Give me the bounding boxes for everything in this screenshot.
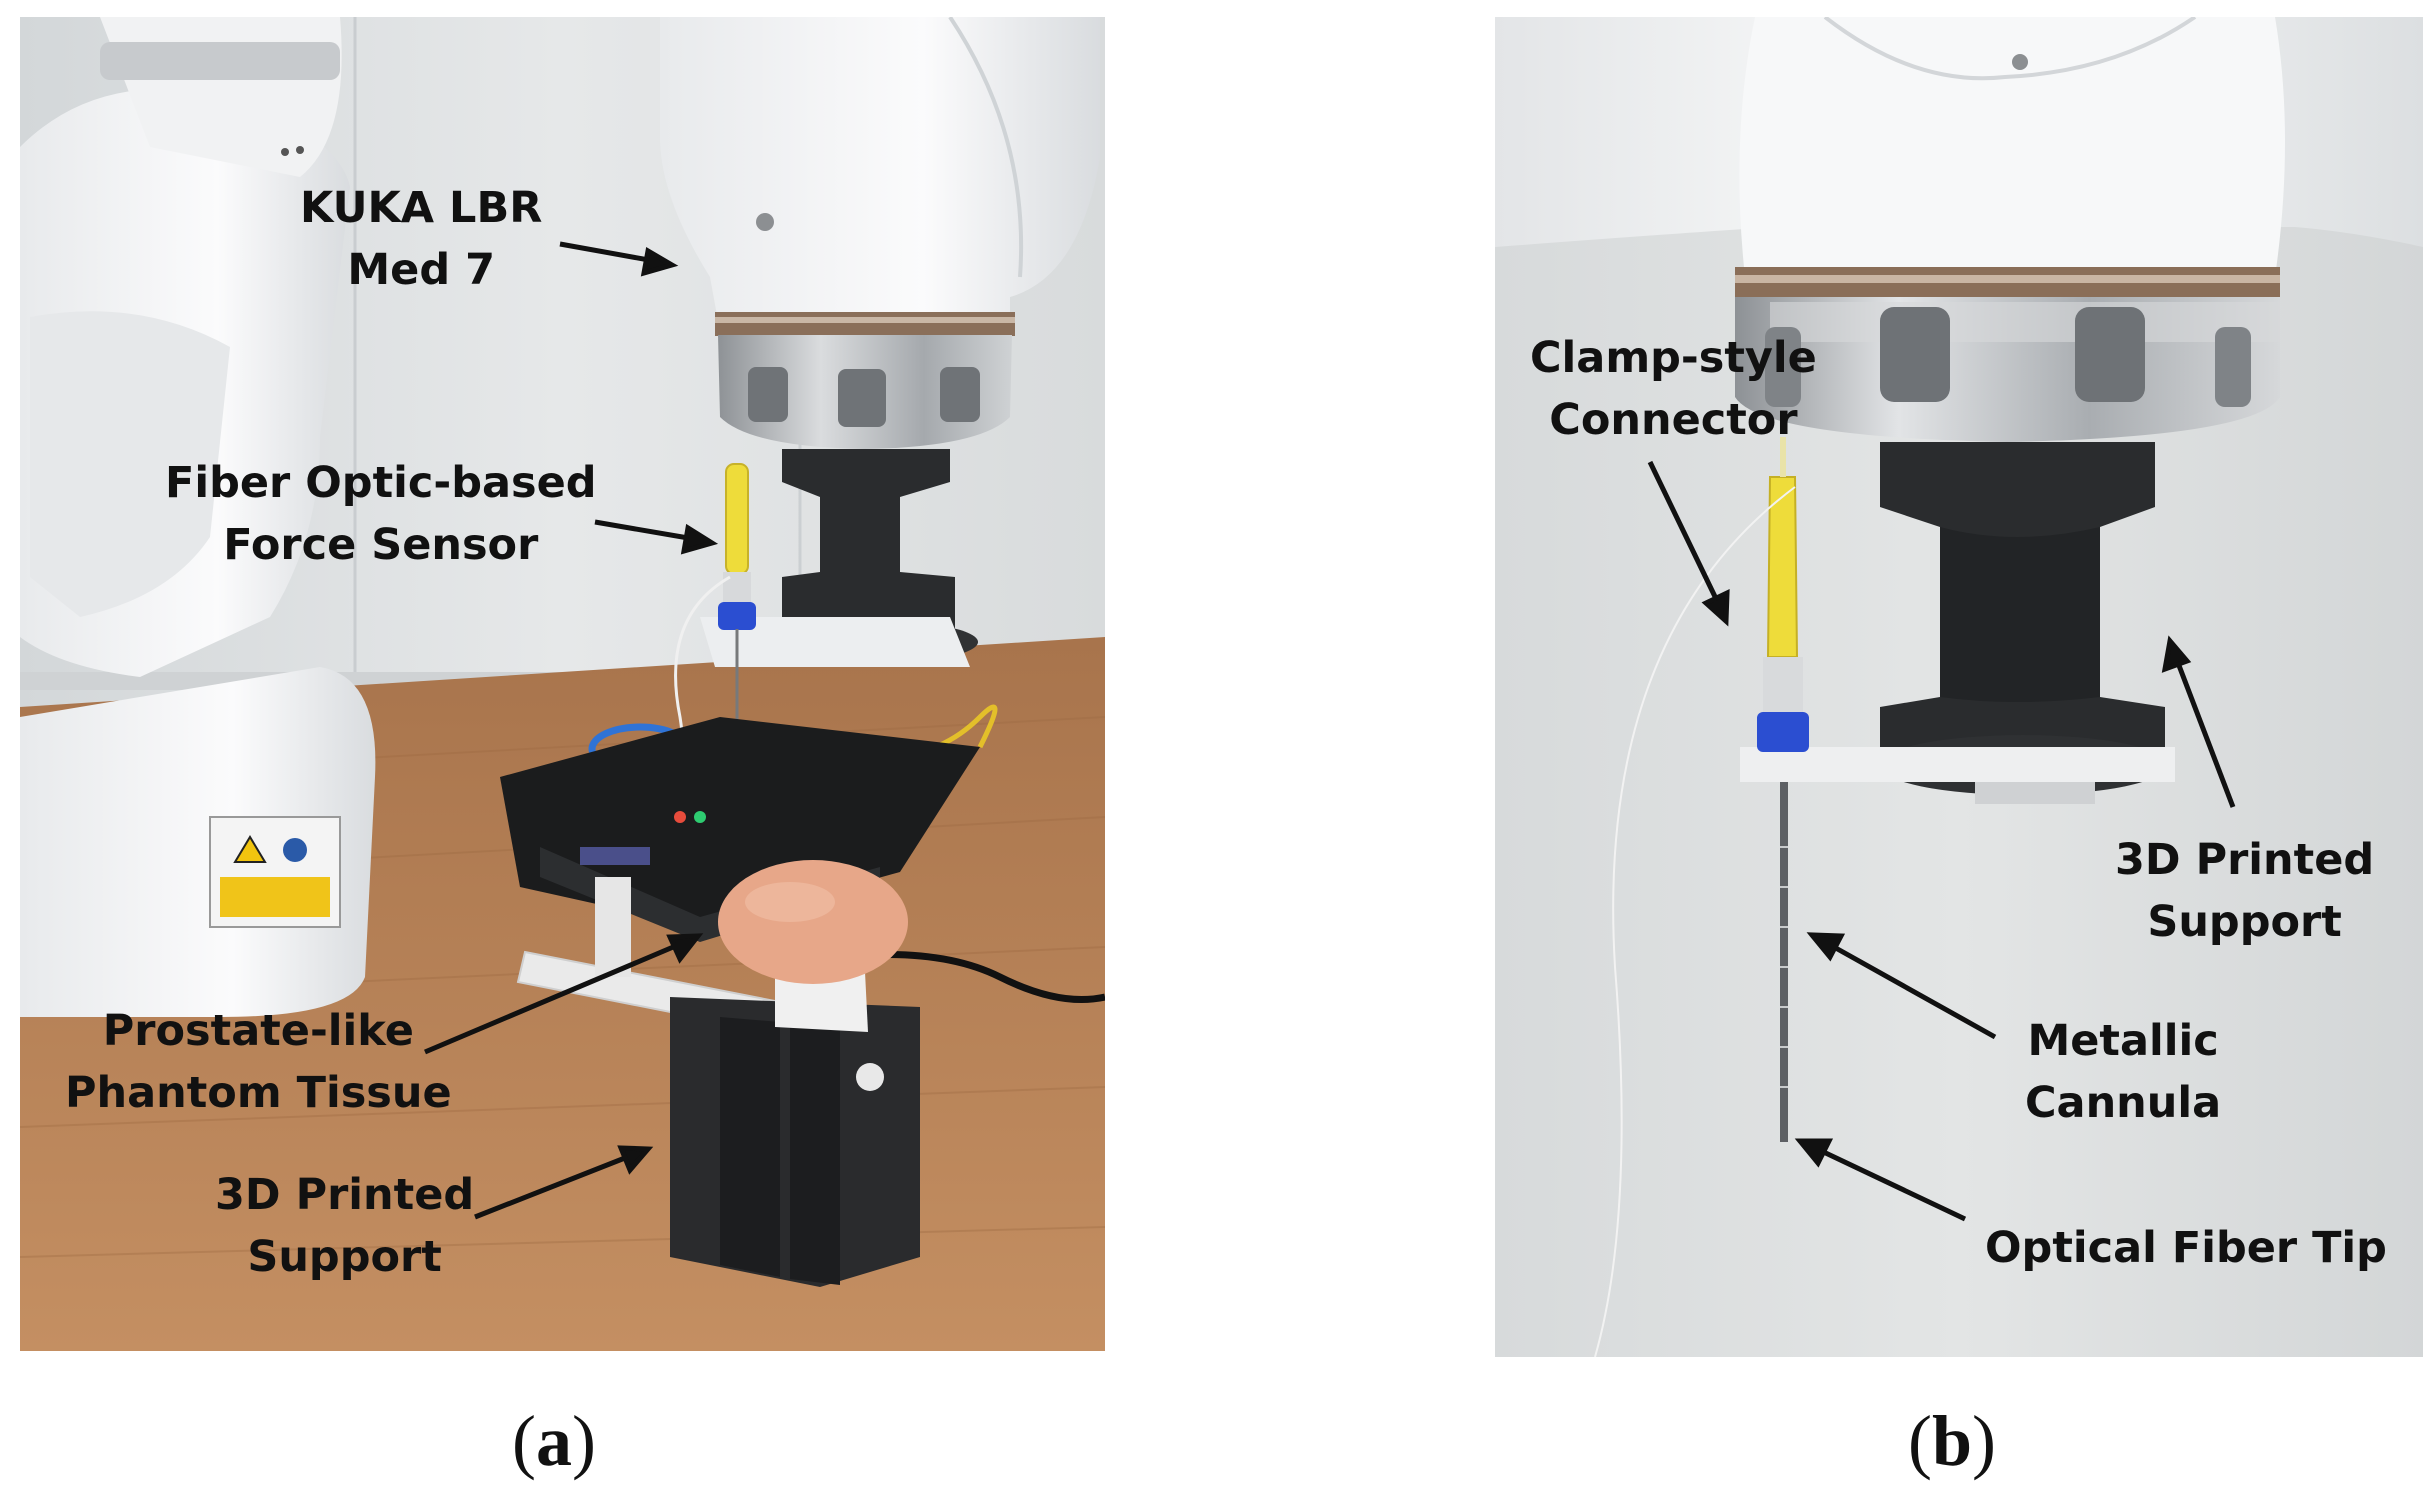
arrow-connector: [1647, 460, 1723, 609]
arrow-tip-head: [1794, 1138, 1834, 1168]
label-metallic-cannula: Metallic Cannula: [2025, 1016, 2222, 1129]
label-robot: KUKA LBR Med 7: [300, 183, 543, 296]
metallic-cannula: [1780, 782, 1788, 1142]
arrow-robot-head: [640, 247, 679, 277]
arrow-tip: [1811, 1144, 1967, 1222]
panel-b-scene: [1495, 17, 2423, 1357]
arrow-phantom: [424, 939, 686, 1055]
label-clamp-connector: Clamp-style Connector: [1530, 333, 1817, 446]
robot-forearm: [660, 17, 1100, 332]
arrow-support-head: [617, 1145, 654, 1175]
phantom-tissue: [718, 860, 908, 984]
panel-b-photo: Clamp-style Connector 3D Printed Support…: [1495, 17, 2423, 1357]
arrow-support-b-head: [2161, 635, 2192, 673]
arrow-support: [474, 1151, 636, 1220]
sensor-plate: [700, 617, 970, 667]
robot-base: [20, 667, 376, 1017]
panel-a-scene: [20, 17, 1105, 1351]
flange-ring: [715, 312, 1015, 336]
arrow-cannula-head: [1806, 932, 1846, 962]
label-force-sensor: Fiber Optic-based Force Sensor: [165, 458, 597, 571]
arrow-sensor-head: [680, 523, 719, 555]
panel-a-photo: KUKA LBR Med 7 Fiber Optic-based Force S…: [20, 17, 1105, 1351]
label-3d-support-a: 3D Printed Support: [215, 1170, 475, 1283]
label-3d-support-b: 3D Printed Support: [2115, 835, 2375, 948]
label-optical-fiber-tip: Optical Fiber Tip: [1985, 1223, 2387, 1273]
fiber-optic-sensor: [725, 463, 749, 575]
arrow-phantom-head: [666, 933, 704, 964]
arrow-sensor: [594, 519, 701, 543]
robot-body-b: [1739, 17, 2285, 277]
arrow-connector-head: [1701, 588, 1730, 627]
arrow-cannula: [1823, 939, 1997, 1040]
sensor-plate-b: [1740, 747, 2175, 782]
flange-3d-support: [782, 449, 955, 637]
caption-b: (b): [1908, 1401, 1997, 1481]
arrow-robot: [559, 241, 661, 265]
arrow-support-b: [2172, 654, 2236, 808]
caption-a: (a): [512, 1401, 596, 1481]
label-phantom-tissue: Prostate-like Phantom Tissue: [65, 1006, 452, 1119]
